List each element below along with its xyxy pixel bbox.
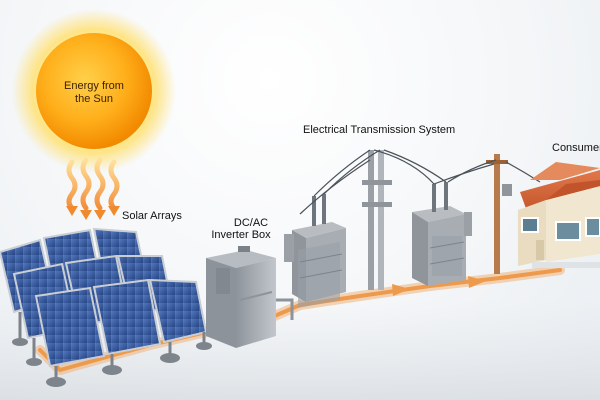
inverter-box-icon [206,246,294,348]
panel-footings [12,338,212,387]
solar-panel-array [0,227,212,387]
sun-label-line-2: the Sun [75,93,113,105]
house-icon [518,162,600,268]
consumer-label: Consumer [552,142,600,154]
flow-arrow-icon [392,276,486,296]
transformer-icon [284,194,346,308]
transmission-tower-icon [362,150,392,290]
solar-arrays-label: Solar Arrays [122,210,182,222]
heat-wave-icon [66,157,120,211]
sun-icon [12,9,176,173]
utility-pole-icon [486,154,512,274]
sun-label: Energy from the Sun [58,80,130,106]
sun-label-line-1: Energy from [64,80,124,92]
transformer-icon [412,182,472,286]
transmission-label: Electrical Transmission System [303,124,456,136]
solar-panel-icon [34,278,208,380]
energy-flow-path [35,265,565,375]
heat-wave-arrowheads [66,206,120,220]
inverter-label-line-2: Inverter Box [211,229,271,241]
inverter-label-line-1: DC/AC [233,217,269,229]
power-lines [299,149,541,215]
